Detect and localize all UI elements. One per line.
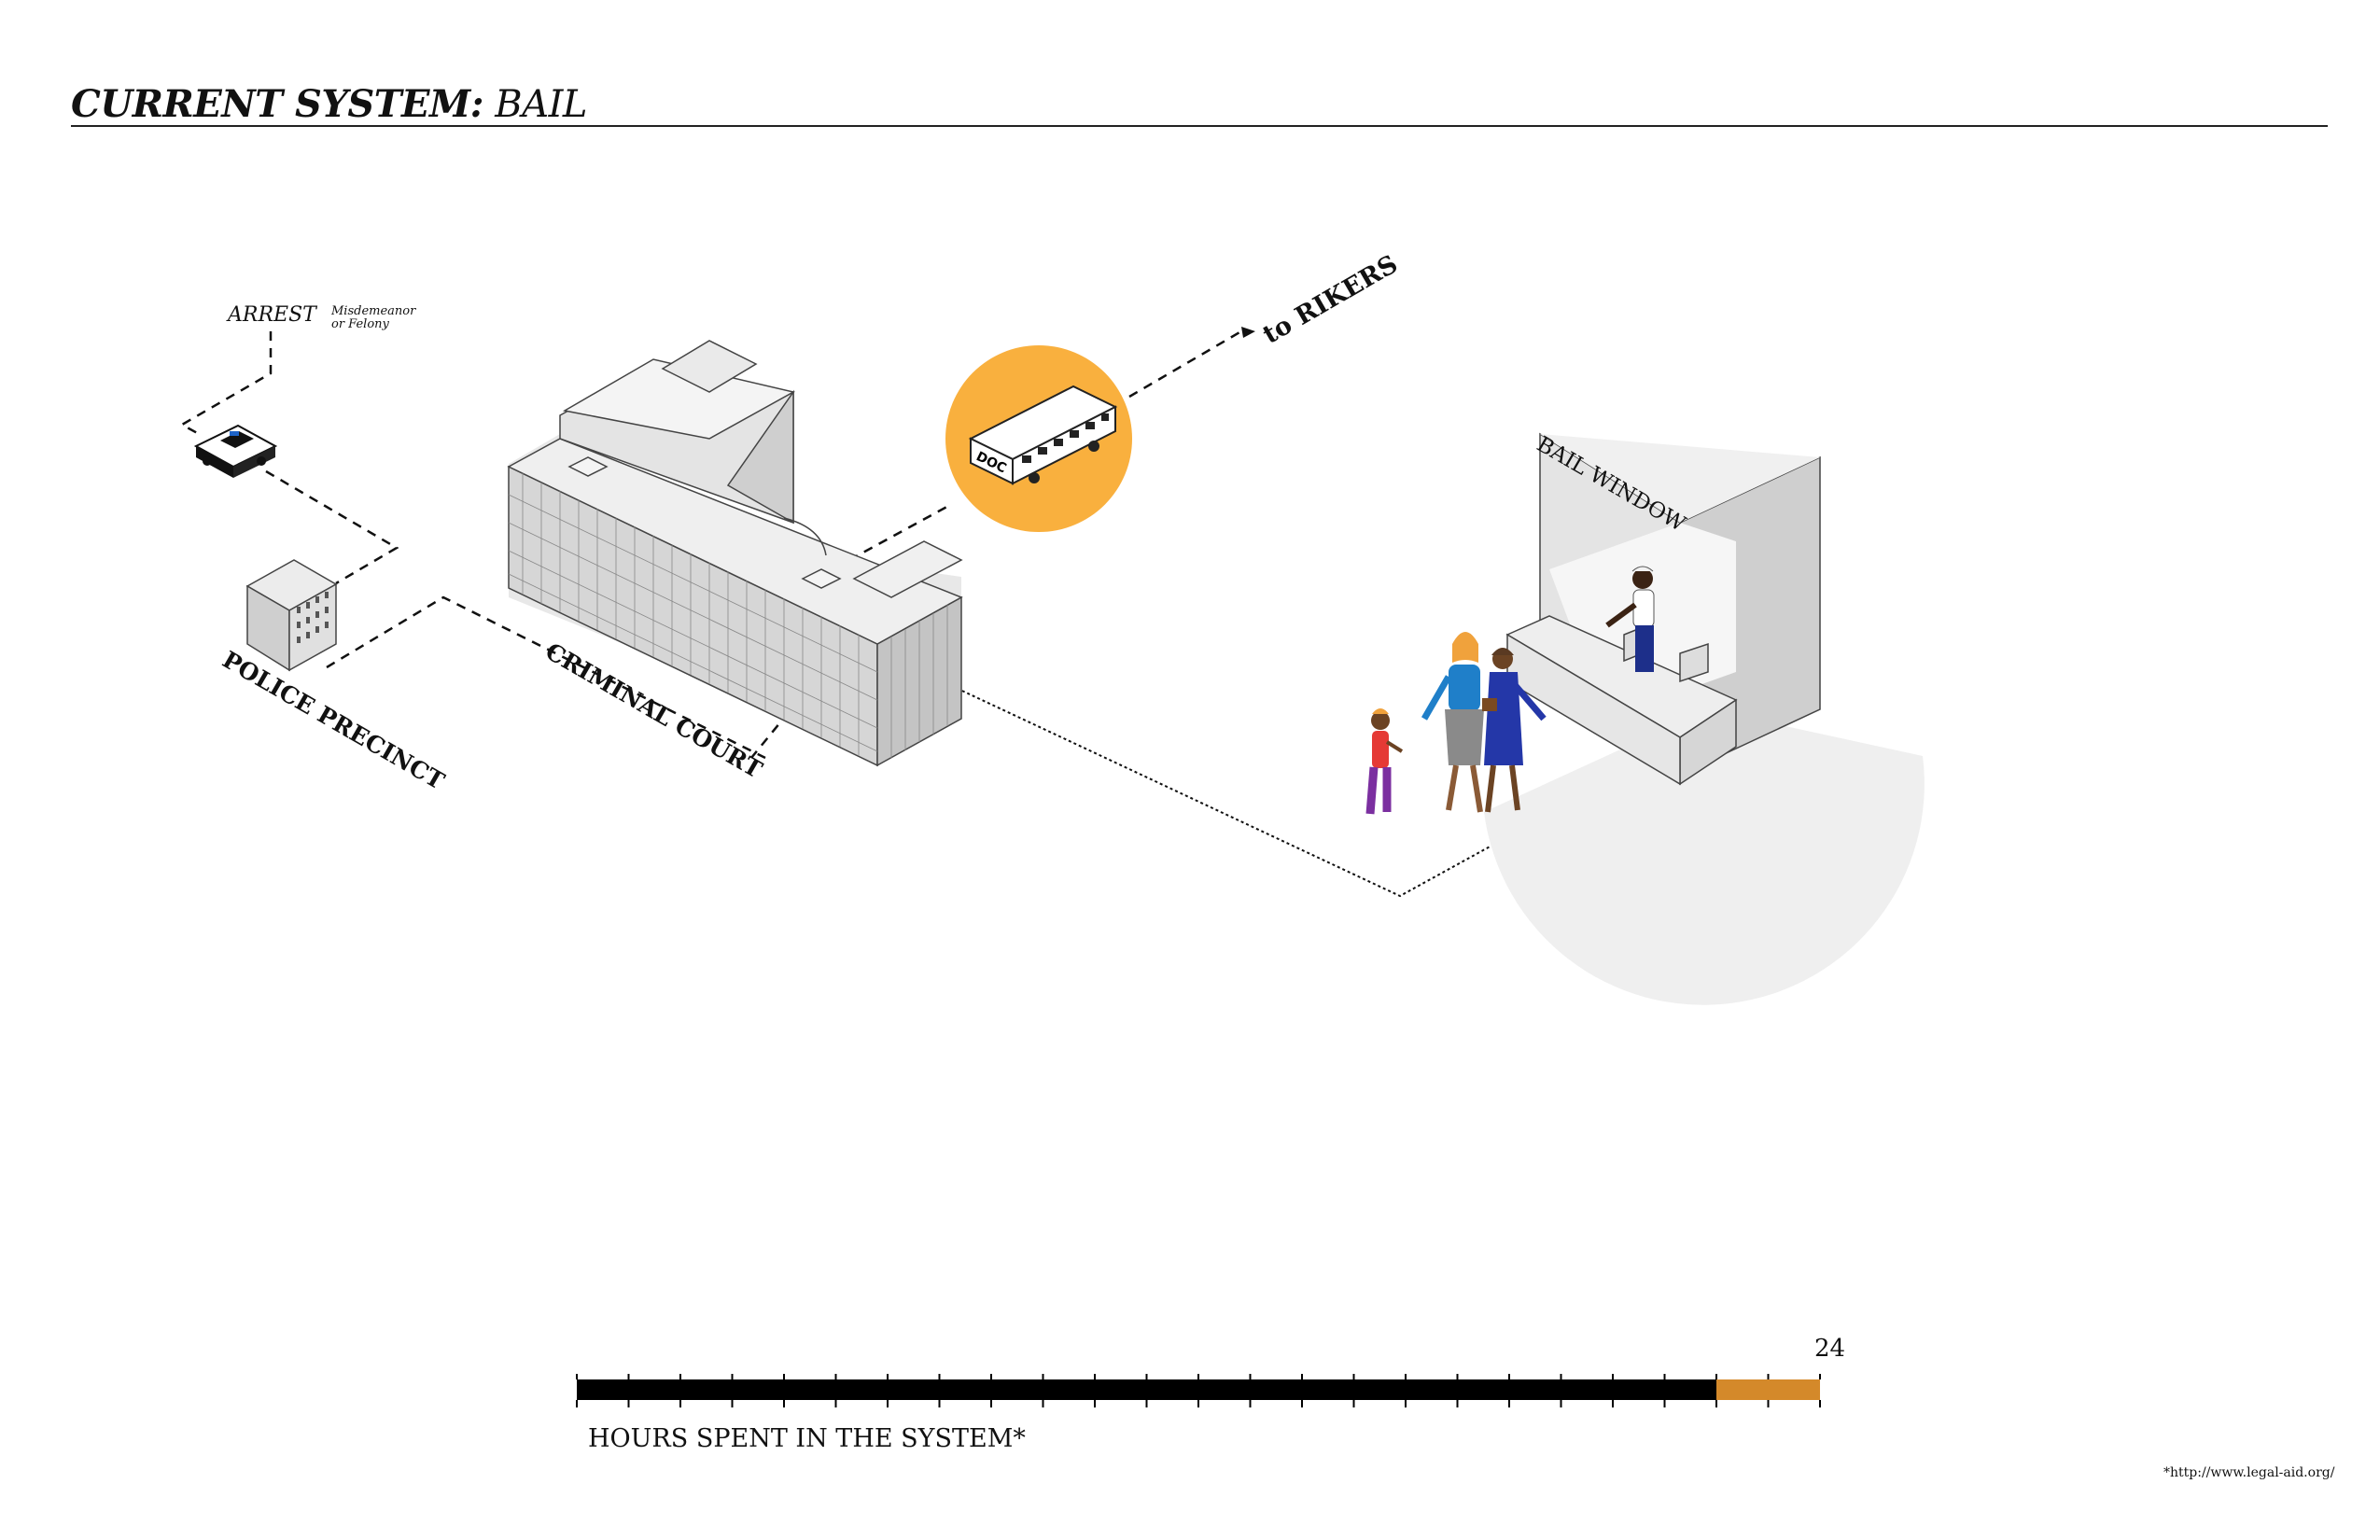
title-rest: BAIL — [495, 83, 587, 126]
hours-timeline — [576, 1374, 1821, 1407]
clerk-figure — [1605, 566, 1655, 672]
timeline-caption: HOURS SPENT IN THE SYSTEM* — [588, 1424, 1026, 1453]
footnote: *http://www.legal-aid.org/ — [2163, 1465, 2335, 1480]
rikers-arrowhead — [1241, 327, 1255, 338]
woman-blue-dress-figure — [1482, 648, 1547, 813]
rikers-bus-icon: DOC — [945, 345, 1132, 532]
page-title: CURRENT SYSTEM: BAIL — [71, 82, 587, 126]
route-dotted — [951, 685, 1494, 898]
title-bold: CURRENT SYSTEM: — [71, 82, 484, 126]
timeline-max-label: 24 — [1814, 1335, 1846, 1363]
route-dashed — [179, 329, 1242, 760]
arrest-sub-line-2: or Felony — [331, 317, 389, 331]
timeline-orange-segment — [1716, 1379, 1820, 1400]
bail-window-booth — [1505, 432, 1821, 786]
arrest-label: ARREST — [228, 303, 316, 327]
title-rule — [71, 125, 2328, 127]
timeline-ticks — [576, 1374, 1821, 1407]
arrest-sub-label: Misdemeanor or Felony — [331, 305, 415, 331]
police-car-icon — [193, 424, 278, 478]
arrest-sub-line-1: Misdemeanor — [331, 304, 416, 318]
child-figure — [1365, 708, 1404, 815]
floor-shadow — [1484, 709, 1925, 1005]
woman-blonde-figure — [1421, 632, 1484, 813]
police-precinct-icon — [245, 559, 338, 672]
criminal-court-building — [507, 340, 963, 767]
timeline-black-segment — [577, 1379, 1716, 1400]
